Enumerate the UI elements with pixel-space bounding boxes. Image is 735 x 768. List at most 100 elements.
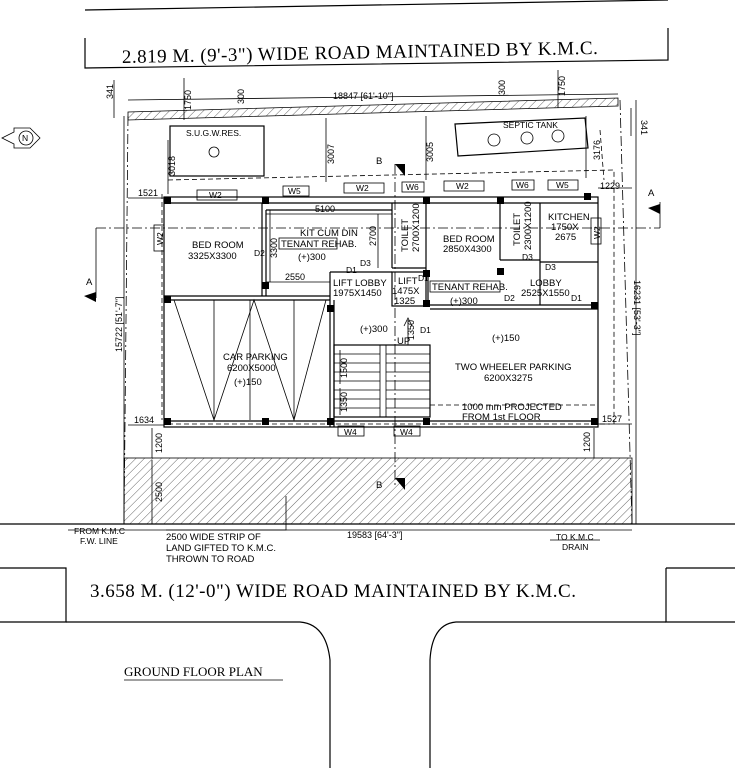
two-wheeler-size: 6200X3275 xyxy=(484,373,533,384)
dim-1350-a: 1350 xyxy=(406,320,416,340)
projected-label-1: 1000 mm PROJECTED xyxy=(462,402,562,413)
top-road: 2.819 M. (9'-3") WIDE ROAD MAINTAINED BY… xyxy=(84,0,669,69)
door-d3-b: D3 xyxy=(522,252,533,262)
lift-lobby-label: LIFT LOBBY xyxy=(333,278,387,289)
level-150-a: (+)150 xyxy=(492,333,520,344)
dim-3007: 3007 xyxy=(326,144,336,164)
plot-boundary xyxy=(123,97,633,525)
stair-treads xyxy=(334,353,430,409)
building-walls xyxy=(163,196,599,428)
side-road-right xyxy=(429,621,666,768)
door-d3-a: D3 xyxy=(360,258,371,268)
window-w5-top-b: W5 xyxy=(556,180,569,190)
dim-3018: 3018 xyxy=(167,156,177,176)
bed-room-right-label: BED ROOM xyxy=(443,234,495,245)
fw-line-note-1: FROM K.M.C xyxy=(74,526,125,536)
bottom-notes: FROM K.M.C F.W. LINE 2500 WIDE STRIP OF … xyxy=(68,496,600,565)
dim-2550: 2550 xyxy=(285,272,305,282)
stair-up-label: UP xyxy=(397,336,410,347)
bed-room-left-label: BED ROOM xyxy=(192,240,244,251)
dim-1634: 1634 xyxy=(134,415,154,425)
dim-300-left: 300 xyxy=(236,89,246,104)
section-a-right: A xyxy=(648,188,655,199)
north-label: N xyxy=(22,133,28,143)
strip-note-1: 2500 WIDE STRIP OF xyxy=(166,532,261,543)
bottom-road-label: 3.658 M. (12'-0") WIDE ROAD MAINTAINED B… xyxy=(90,581,576,602)
toilet-right-label: TOILET xyxy=(512,213,523,246)
lobby-label: LOBBY xyxy=(530,278,562,289)
bottom-road: 3.658 M. (12'-0") WIDE ROAD MAINTAINED B… xyxy=(0,523,735,768)
dimension-lines: 18847 [61'-10"] 19583 [64'-3"] 15722 [51… xyxy=(105,70,649,540)
window-w4-b: W4 xyxy=(400,427,413,437)
dim-3176: 3176 xyxy=(592,140,602,160)
kitchen-size-1: 1750X xyxy=(551,222,579,233)
window-w6-top-a: W6 xyxy=(406,182,419,192)
dim-1527: 1527 xyxy=(602,414,622,424)
section-marks: A A B B xyxy=(84,156,661,491)
dim-300-right: 300 xyxy=(497,80,507,95)
strip-note-3: THROWN TO ROAD xyxy=(166,554,254,565)
level-300-c: (+)300 xyxy=(360,324,388,335)
kitchen-size-2: 2675 xyxy=(555,232,576,243)
projected-label-2: FROM 1st FLOOR xyxy=(462,412,541,423)
car-parking-size: 6200X5000 xyxy=(227,363,276,374)
dim-top-total: 18847 [61'-10"] xyxy=(333,91,393,101)
bed-room-left-size: 3325X3300 xyxy=(188,251,237,262)
dim-341-right: 341 xyxy=(639,120,649,135)
lift-lobby-size: 1975X1450 xyxy=(333,288,382,299)
septic-tank: SEPTIC TANK xyxy=(454,117,589,157)
top-road-label: 2.819 M. (9'-3") WIDE ROAD MAINTAINED BY… xyxy=(122,38,599,68)
bed-room-right-size: 2850X4300 xyxy=(443,244,492,255)
section-a-left: A xyxy=(86,277,93,288)
tenant-rehab-right: TENANT REHAB. xyxy=(432,282,508,293)
north-arrow-icon: N xyxy=(1,127,41,149)
door-d1-a: D1 xyxy=(346,265,357,275)
window-w6-top-b: W6 xyxy=(516,180,529,190)
strip-note-2: LAND GIFTED TO K.M.C. xyxy=(166,543,276,554)
door-d3-c: D3 xyxy=(545,262,556,272)
side-road-left xyxy=(66,621,331,768)
dim-1229: 1229 xyxy=(600,181,620,191)
door-d1-c: D1 xyxy=(420,325,431,335)
door-d1-b: D1 xyxy=(418,273,429,283)
drain-lines xyxy=(161,169,615,425)
car-parking-label: CAR PARKING xyxy=(223,352,288,363)
window-w2-top-mid: W2 xyxy=(356,183,369,193)
window-w2-top-right: W2 xyxy=(456,181,469,191)
septic-label: SEPTIC TANK xyxy=(503,120,558,130)
lift-label: LIFT xyxy=(398,276,418,287)
top-boundary-wall xyxy=(127,97,619,121)
door-d2-a: D2 xyxy=(254,248,265,258)
lobby-size: 2525X1550 xyxy=(521,288,570,299)
dim-1200-left: 1200 xyxy=(154,433,164,453)
left-boundary-line xyxy=(123,115,129,525)
lift-size-1: 1475X xyxy=(392,286,420,297)
dim-3300: 3300 xyxy=(269,238,279,258)
door-marks: D1 D1 D1 D1 D2 D2 D3 D3 D3 xyxy=(254,248,582,335)
dim-1350-b: 1350 xyxy=(339,392,349,412)
window-w2-top-left: W2 xyxy=(209,190,222,200)
lift-size-2: 1325 xyxy=(394,296,415,307)
right-boundary-line xyxy=(619,99,633,525)
kit-din-label: KIT CUM DIN xyxy=(300,228,358,239)
top-road-edge-upper xyxy=(84,0,669,11)
top-road-edge-lower xyxy=(84,28,669,69)
toilet-right-size: 2300X1200 xyxy=(523,201,534,250)
dim-1500: 1500 xyxy=(339,358,349,378)
tenant-rehab-left: TENANT REHAB. xyxy=(281,239,357,250)
building-outline xyxy=(163,196,599,428)
drain-to-septic xyxy=(599,129,605,181)
gifted-strip-hatch xyxy=(123,457,633,525)
drain-note-2: DRAIN xyxy=(562,542,588,552)
dim-right-total: 16231 [53'-3"] xyxy=(632,280,642,335)
dim-1750-right: 1750 xyxy=(557,76,567,96)
sugw-reservoir: S.U.G.W.RES. xyxy=(169,125,265,177)
columns xyxy=(164,193,598,425)
window-w5-top-a: W5 xyxy=(288,186,301,196)
level-300-a: (+)300 xyxy=(298,252,326,263)
dim-3005: 3005 xyxy=(425,142,435,162)
fw-line-note-2: F.W. LINE xyxy=(80,536,118,546)
sugw-label: S.U.G.W.RES. xyxy=(186,128,241,138)
dim-bottom-total: 19583 [64'-3"] xyxy=(347,530,402,540)
level-150-b: (+)150 xyxy=(234,377,262,388)
